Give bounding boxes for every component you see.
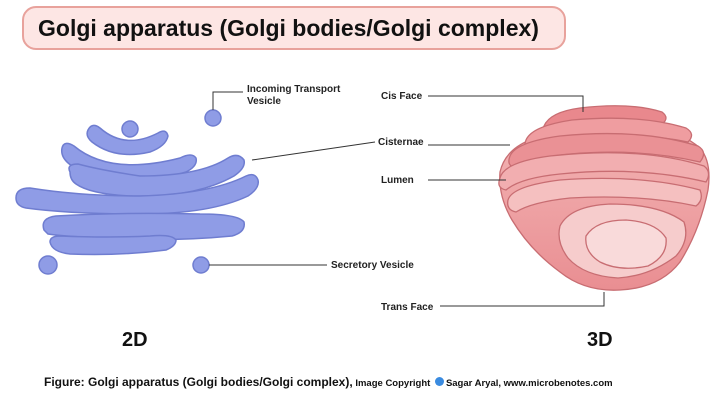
golgi-3d xyxy=(498,105,710,291)
leader-lines-2d xyxy=(209,91,376,266)
cisterna-1 xyxy=(86,124,169,156)
label-cisternae: Cisternae xyxy=(378,137,424,148)
leader-lines-3d xyxy=(428,95,605,307)
label-lumen: Lumen xyxy=(381,175,414,186)
caption-copyright: Image Copyright xyxy=(352,378,433,389)
caption-figure: Figure: Golgi apparatus (Golgi bodies/Go… xyxy=(44,375,353,389)
title-box: Golgi apparatus (Golgi bodies/Golgi comp… xyxy=(22,6,566,50)
secretory-vesicle xyxy=(192,256,210,274)
incoming-vesicle-top xyxy=(121,120,139,138)
cisterna-3d-4 xyxy=(498,152,710,191)
cisterna-6 xyxy=(49,234,177,256)
golgi-3d-inner-2 xyxy=(585,219,667,269)
label-2d: 2D xyxy=(122,329,148,351)
label-trans-face: Trans Face xyxy=(381,302,434,313)
label-3d: 3D xyxy=(587,329,613,351)
copyright-icon xyxy=(434,377,444,387)
caption-author: Sagar Aryal, www.microbenotes.com xyxy=(445,378,613,389)
cisterna-4 xyxy=(15,173,260,215)
cisterna-3 xyxy=(68,154,246,197)
label-cis-face: Cis Face xyxy=(381,91,423,102)
golgi-2d xyxy=(15,109,260,275)
label-secretory: Secretory Vesicle xyxy=(331,260,414,271)
figure-caption: Figure: Golgi apparatus (Golgi bodies/Go… xyxy=(44,375,704,389)
page-title: Golgi apparatus (Golgi bodies/Golgi comp… xyxy=(38,14,539,41)
label-incoming-2: Vesicle xyxy=(247,96,281,107)
label-incoming-1: Incoming Transport xyxy=(247,84,341,95)
cisterna-3d-5 xyxy=(507,177,702,213)
vesicle-left xyxy=(38,255,58,275)
incoming-vesicle xyxy=(204,109,222,127)
